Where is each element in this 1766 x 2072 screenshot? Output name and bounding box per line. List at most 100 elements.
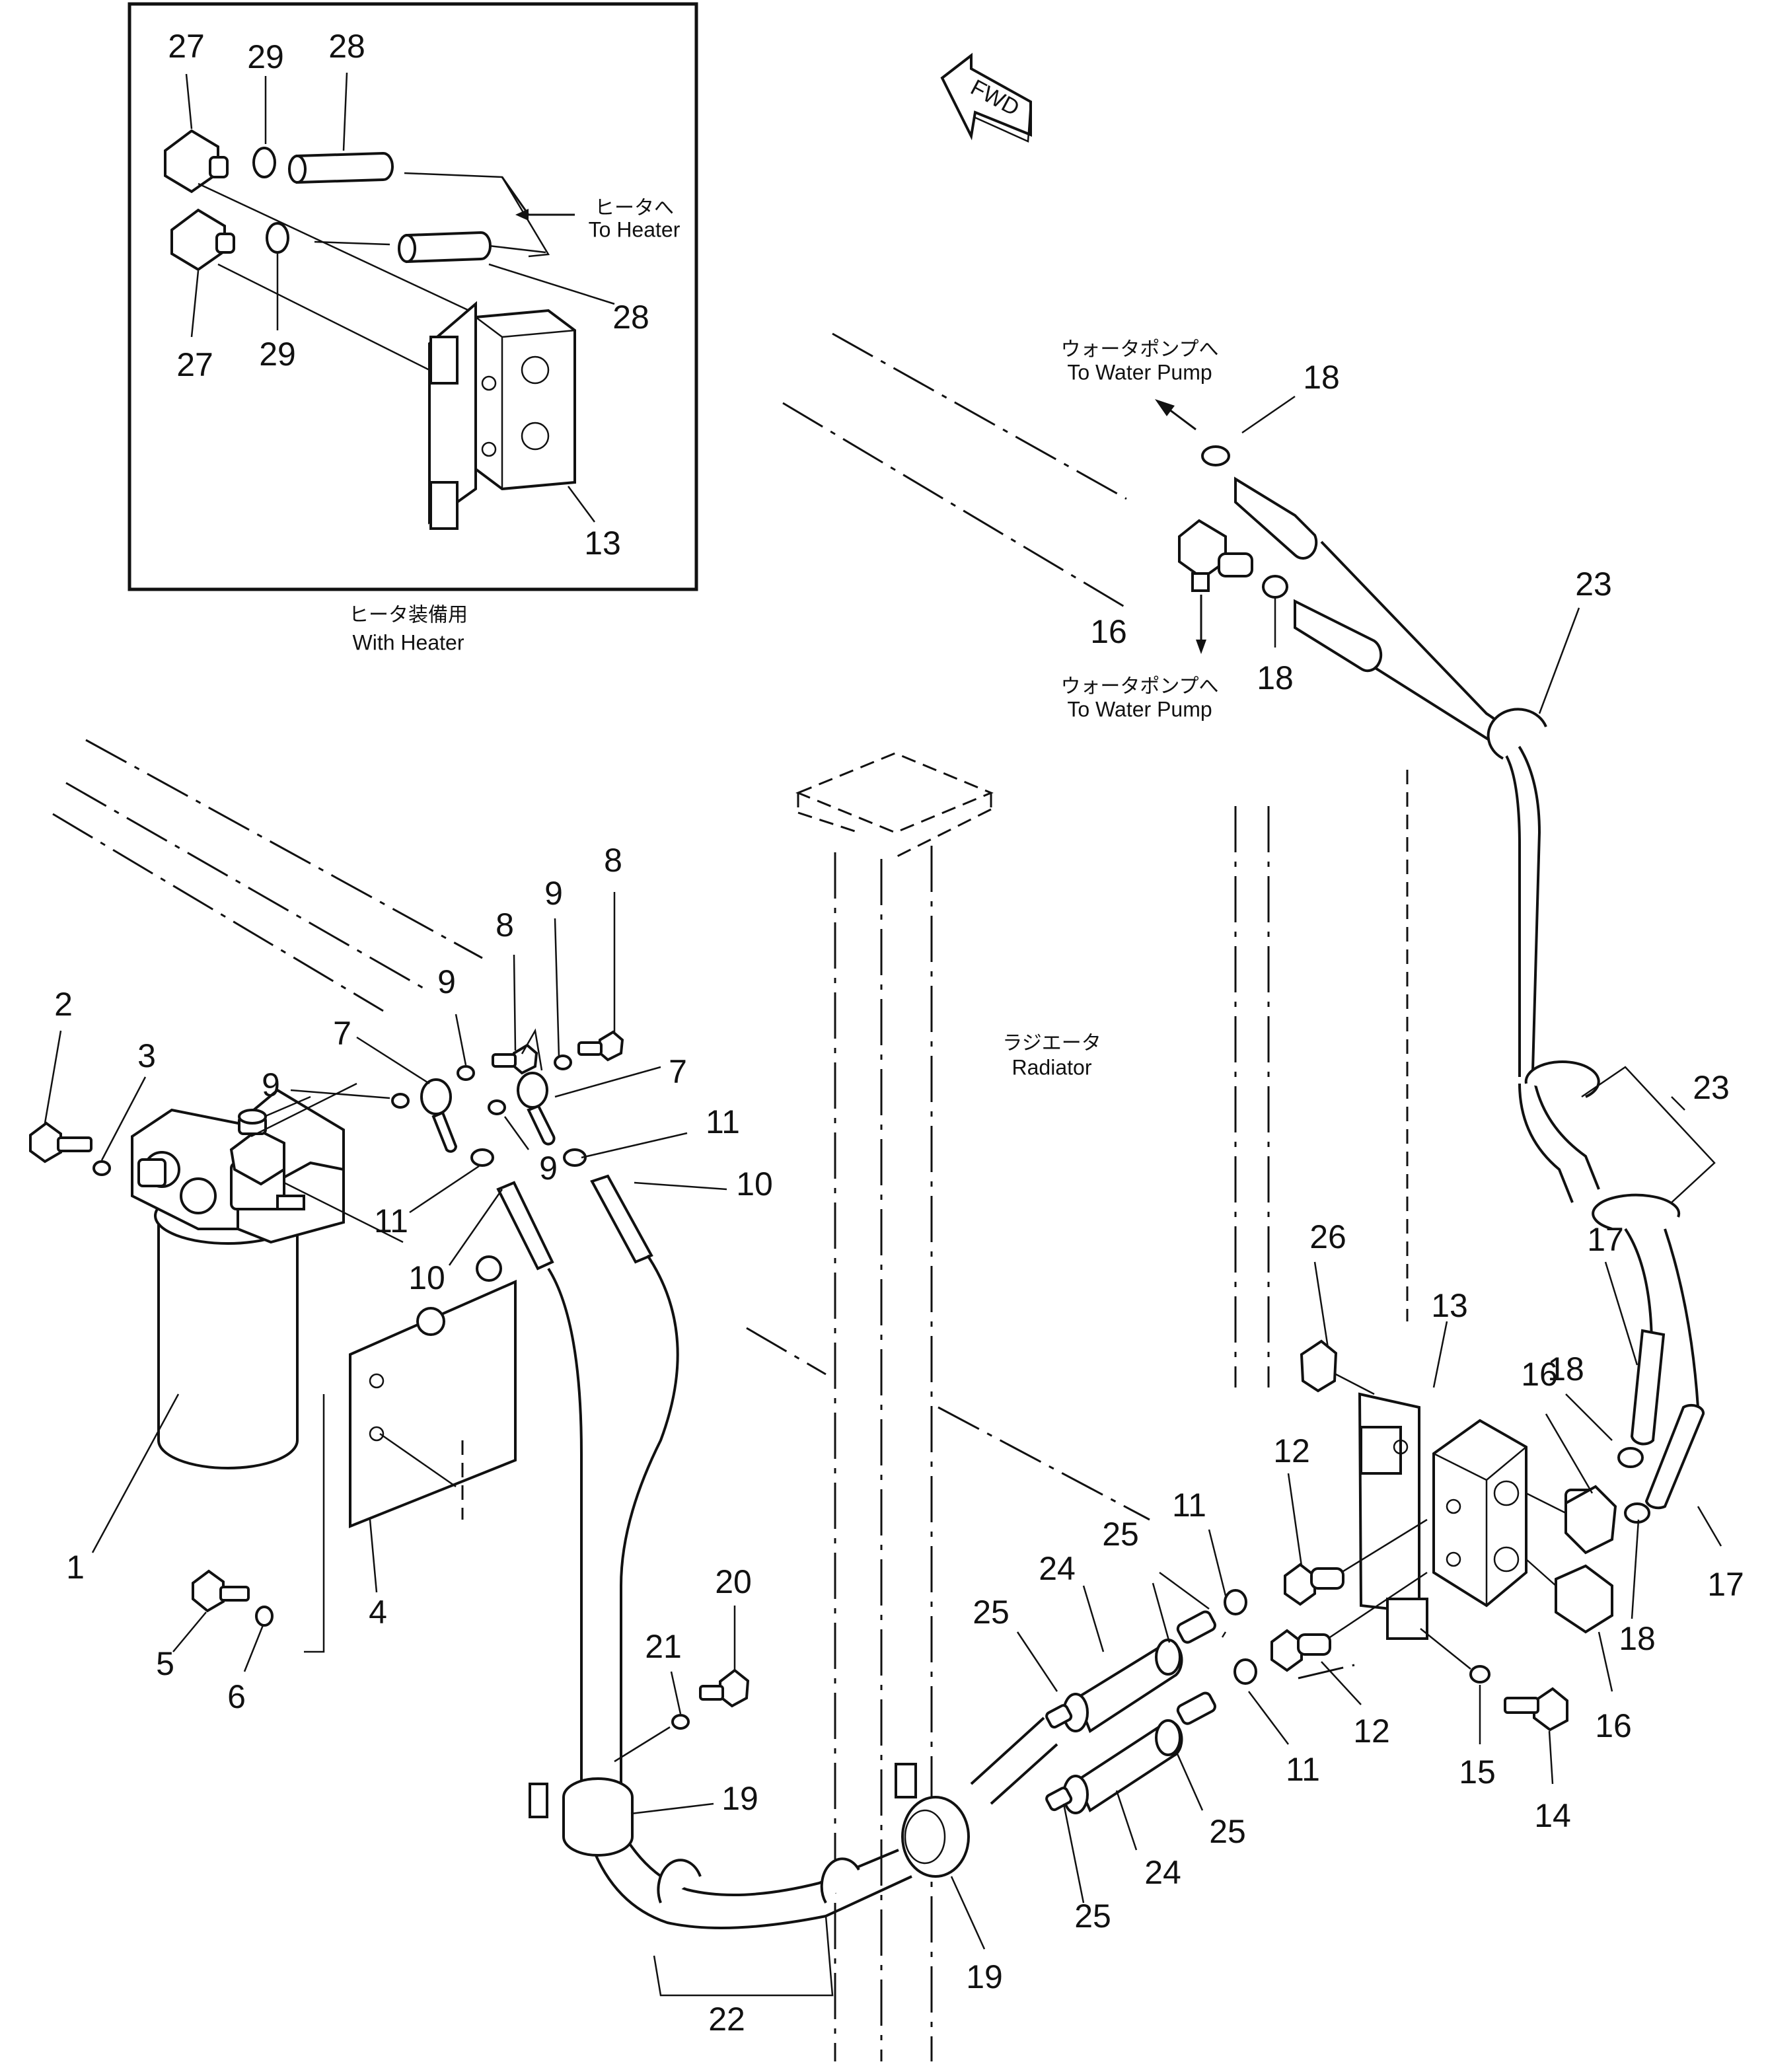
part-19-clamp <box>529 1777 634 1857</box>
callout-20: 20 <box>715 1563 752 1600</box>
part-2-bolt <box>29 1121 92 1164</box>
callout-11: 11 <box>706 1103 740 1140</box>
part-8-bolt <box>577 1030 624 1062</box>
callout-16: 16 <box>1521 1356 1558 1393</box>
callout-28: 28 <box>612 299 649 336</box>
part-12-nipple <box>1270 1571 1428 1672</box>
callout-12: 12 <box>1353 1713 1390 1750</box>
part-22-pipe <box>620 1254 679 1784</box>
part-20-bolt <box>699 1668 750 1708</box>
to-water-pump-bottom-en: To Water Pump <box>1067 697 1212 721</box>
part-22-pipe-bend <box>585 1830 912 1929</box>
part-6-washer <box>255 1606 274 1627</box>
part-11-clamp <box>470 1148 494 1167</box>
part-17-hose-right <box>1664 1228 1699 1408</box>
callout-9: 9 <box>437 963 456 1000</box>
part-28-lower-hose <box>398 231 492 264</box>
callout-19: 19 <box>966 1958 1003 1995</box>
callout-19: 19 <box>721 1780 758 1817</box>
part-22-clamp <box>820 1857 860 1904</box>
part-18-clamp <box>1201 445 1230 466</box>
callout-2: 2 <box>54 986 73 1023</box>
fwd-arrow-icon: FWD <box>940 52 1032 143</box>
part-9-washer <box>457 1065 475 1081</box>
callout-11: 11 <box>374 1202 408 1240</box>
callout-25: 25 <box>973 1594 1010 1631</box>
callout-15: 15 <box>1459 1754 1496 1791</box>
to-water-pump-bottom-ja: ウォータポンプへ <box>1060 675 1218 698</box>
part-27-lower-elbow <box>170 208 235 272</box>
part-17-hose <box>1630 1329 1666 1446</box>
callout-17: 17 <box>1707 1566 1744 1603</box>
part-19-clamp <box>895 1763 970 1878</box>
callout-23: 23 <box>1575 566 1612 603</box>
part-14-bolt <box>1504 1687 1568 1732</box>
callout-leaders <box>44 395 1722 1997</box>
callout-27: 27 <box>168 28 205 65</box>
callout-4: 4 <box>369 1594 387 1631</box>
part-22-pipe-bend <box>620 1830 899 1896</box>
part-3-washer <box>92 1160 111 1176</box>
part-15-washer <box>1469 1665 1490 1684</box>
part-9-washer <box>391 1093 410 1109</box>
part-24-hose-lower <box>1045 1691 1216 1814</box>
part-4-bracket <box>349 1255 517 1528</box>
part-8-bolt <box>492 1043 538 1075</box>
callout-22: 22 <box>708 2001 745 2038</box>
callout-28: 28 <box>328 28 365 65</box>
part-16-elbow-upper <box>1178 519 1253 592</box>
callout-18: 18 <box>1257 659 1294 696</box>
callout-29: 29 <box>259 336 296 373</box>
part-16-elbow <box>1555 1564 1613 1634</box>
callout-11: 11 <box>1172 1487 1206 1524</box>
part-11-clamp <box>1224 1589 1247 1615</box>
part-22-clamp <box>657 1859 702 1904</box>
part-22-pipe-end <box>970 1717 1045 1785</box>
callout-25: 25 <box>1074 1898 1111 1935</box>
callout-3: 3 <box>137 1037 156 1074</box>
part-23-pipe <box>1320 540 1541 1071</box>
part-29-upper-clamp <box>252 147 276 178</box>
callout-16: 16 <box>1090 613 1127 650</box>
part-17-hose <box>1644 1403 1705 1510</box>
part-hose-upper <box>1234 476 1318 560</box>
part-7-eye-joint <box>420 1078 458 1153</box>
part-22-pipe <box>547 1267 583 1784</box>
part-12-nipple <box>1284 1518 1428 1606</box>
part-23-pipe-bend-edge <box>1518 1083 1574 1203</box>
callout-7: 7 <box>333 1015 351 1052</box>
callout-16: 16 <box>1595 1707 1632 1744</box>
callout-7: 7 <box>669 1053 687 1090</box>
to-heater-label-en: To Heater <box>589 217 681 241</box>
callout-18: 18 <box>1303 359 1340 396</box>
part-26-plug <box>1300 1339 1375 1395</box>
part-21-washer <box>671 1714 690 1730</box>
with-heater-inset: 27 29 28 28 27 29 13 ヒータへ To Heater <box>128 2 698 591</box>
to-water-pump-top-en: To Water Pump <box>1067 360 1212 384</box>
with-heater-caption-en: With Heater <box>353 630 464 654</box>
to-water-pump-top-ja: ウォータポンプへ <box>1060 338 1218 361</box>
callout-10: 10 <box>736 1166 773 1202</box>
callout-14: 14 <box>1534 1797 1571 1834</box>
callout-27: 27 <box>176 346 213 383</box>
part-24-hose-upper <box>1045 1610 1216 1734</box>
part-5-bolt <box>192 1569 250 1613</box>
callout-25: 25 <box>1102 1516 1139 1553</box>
callout-1: 1 <box>66 1549 85 1586</box>
part-16-elbow <box>1564 1485 1617 1555</box>
part-9-washer <box>554 1054 572 1070</box>
part-22-pipe-end <box>990 1743 1058 1805</box>
centerlines <box>52 332 1355 1680</box>
part-13-inset-block <box>428 301 576 530</box>
part-18-clamp <box>1617 1447 1644 1468</box>
radiator-label-ja: ラジエータ <box>1002 1032 1101 1055</box>
part-28-upper-hose <box>288 151 394 184</box>
callout-29: 29 <box>247 38 284 75</box>
part-13-block <box>1358 1392 1527 1640</box>
callout-8: 8 <box>496 906 514 944</box>
callout-12: 12 <box>1273 1432 1310 1469</box>
callout-11: 11 <box>1286 1751 1320 1788</box>
part-27-upper-elbow <box>164 129 229 194</box>
part-11-clamp <box>563 1148 587 1167</box>
callout-18: 18 <box>1619 1620 1656 1657</box>
